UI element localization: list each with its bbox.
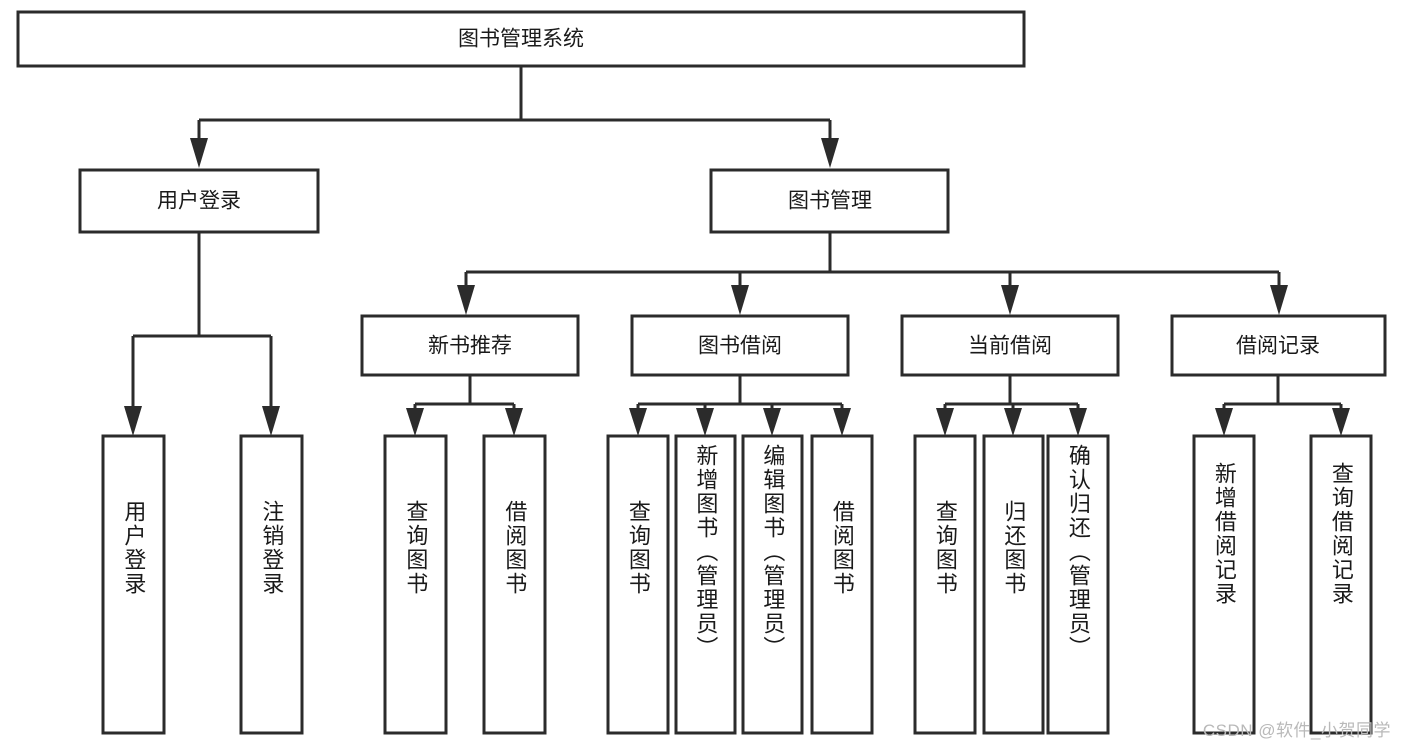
arrow-head-to-user-login xyxy=(190,138,208,168)
arrow-head-br-leaf-1 xyxy=(1215,408,1233,436)
leaf-box-cb-3[interactable] xyxy=(1046,434,1110,735)
leaf-box-user-login-2[interactable] xyxy=(239,434,304,735)
arrow-head-nbr-leaf-1 xyxy=(406,408,424,436)
leaf-box-nbr-2[interactable] xyxy=(482,434,547,735)
arrow-head-nbr-leaf-2 xyxy=(505,408,523,436)
leaf-box-bb-2[interactable] xyxy=(674,434,737,735)
arrow-head-bb-leaf-2 xyxy=(696,408,714,436)
arrow-head-to-book-manage xyxy=(821,138,839,168)
leaf-box-user-login-1[interactable] xyxy=(101,434,166,735)
connector-book-borrow-to-leaves xyxy=(629,375,851,436)
arrow-head-to-new-book-recommend xyxy=(457,285,475,315)
node-current-borrow[interactable]: 当前借阅 xyxy=(900,314,1120,377)
node-borrow-record[interactable]: 借阅记录 xyxy=(1170,314,1387,377)
arrow-head-bb-leaf-1 xyxy=(629,408,647,436)
node-book-borrow-label: 图书借阅 xyxy=(698,335,782,358)
node-book-manage-box xyxy=(709,168,950,234)
node-current-borrow-label: 当前借阅 xyxy=(968,335,1052,358)
node-root-box xyxy=(16,10,1026,68)
connector-root-to-level2 xyxy=(190,66,839,168)
leaf-box-nbr-1[interactable] xyxy=(383,434,448,735)
node-current-borrow-box xyxy=(900,314,1120,377)
arrow-head-to-book-borrow xyxy=(731,285,749,315)
connector-user-login-to-leaves xyxy=(124,232,280,436)
connector-new-book-recommend-to-leaves xyxy=(406,375,523,436)
node-new-book-recommend-label: 新书推荐 xyxy=(428,335,512,358)
leaf-box-br-2[interactable] xyxy=(1309,434,1373,735)
leaf-box-br-1[interactable] xyxy=(1192,434,1256,735)
node-borrow-record-label: 借阅记录 xyxy=(1236,335,1320,358)
connector-borrow-record-to-leaves xyxy=(1215,375,1350,436)
node-book-manage[interactable]: 图书管理 xyxy=(709,168,950,234)
arrow-head-user-login-leaf-2 xyxy=(262,406,280,436)
leaf-box-bb-4[interactable] xyxy=(810,434,874,735)
arrow-head-bb-leaf-3 xyxy=(763,408,781,436)
node-book-borrow-box xyxy=(630,314,850,377)
leaf-box-bb-3[interactable] xyxy=(741,434,804,735)
arrow-head-to-current-borrow xyxy=(1001,285,1019,315)
connector-current-borrow-to-leaves xyxy=(936,375,1087,436)
arrow-head-cb-leaf-1 xyxy=(936,408,954,436)
node-new-book-recommend-box xyxy=(360,314,580,377)
leaf-box-cb-1[interactable] xyxy=(913,434,977,735)
node-new-book-recommend[interactable]: 新书推荐 xyxy=(360,314,580,377)
node-user-login[interactable]: 用户登录 xyxy=(78,168,320,234)
node-book-borrow[interactable]: 图书借阅 xyxy=(630,314,850,377)
arrow-head-cb-leaf-2 xyxy=(1004,408,1022,436)
node-user-login-label: 用户登录 xyxy=(157,190,241,213)
arrow-head-bb-leaf-4 xyxy=(833,408,851,436)
node-borrow-record-box xyxy=(1170,314,1387,377)
arrow-head-cb-leaf-3 xyxy=(1069,408,1087,436)
connector-book-manage-to-level3 xyxy=(457,232,1288,315)
arrow-head-user-login-leaf-1 xyxy=(124,406,142,436)
node-book-manage-label: 图书管理 xyxy=(788,190,872,213)
arrow-head-to-borrow-record xyxy=(1270,285,1288,315)
arrow-head-br-leaf-2 xyxy=(1332,408,1350,436)
node-root[interactable]: 图书管理系统 xyxy=(16,10,1026,68)
leaf-box-cb-2[interactable] xyxy=(982,434,1045,735)
node-root-label: 图书管理系统 xyxy=(458,28,584,51)
leaf-box-bb-1[interactable] xyxy=(606,434,670,735)
